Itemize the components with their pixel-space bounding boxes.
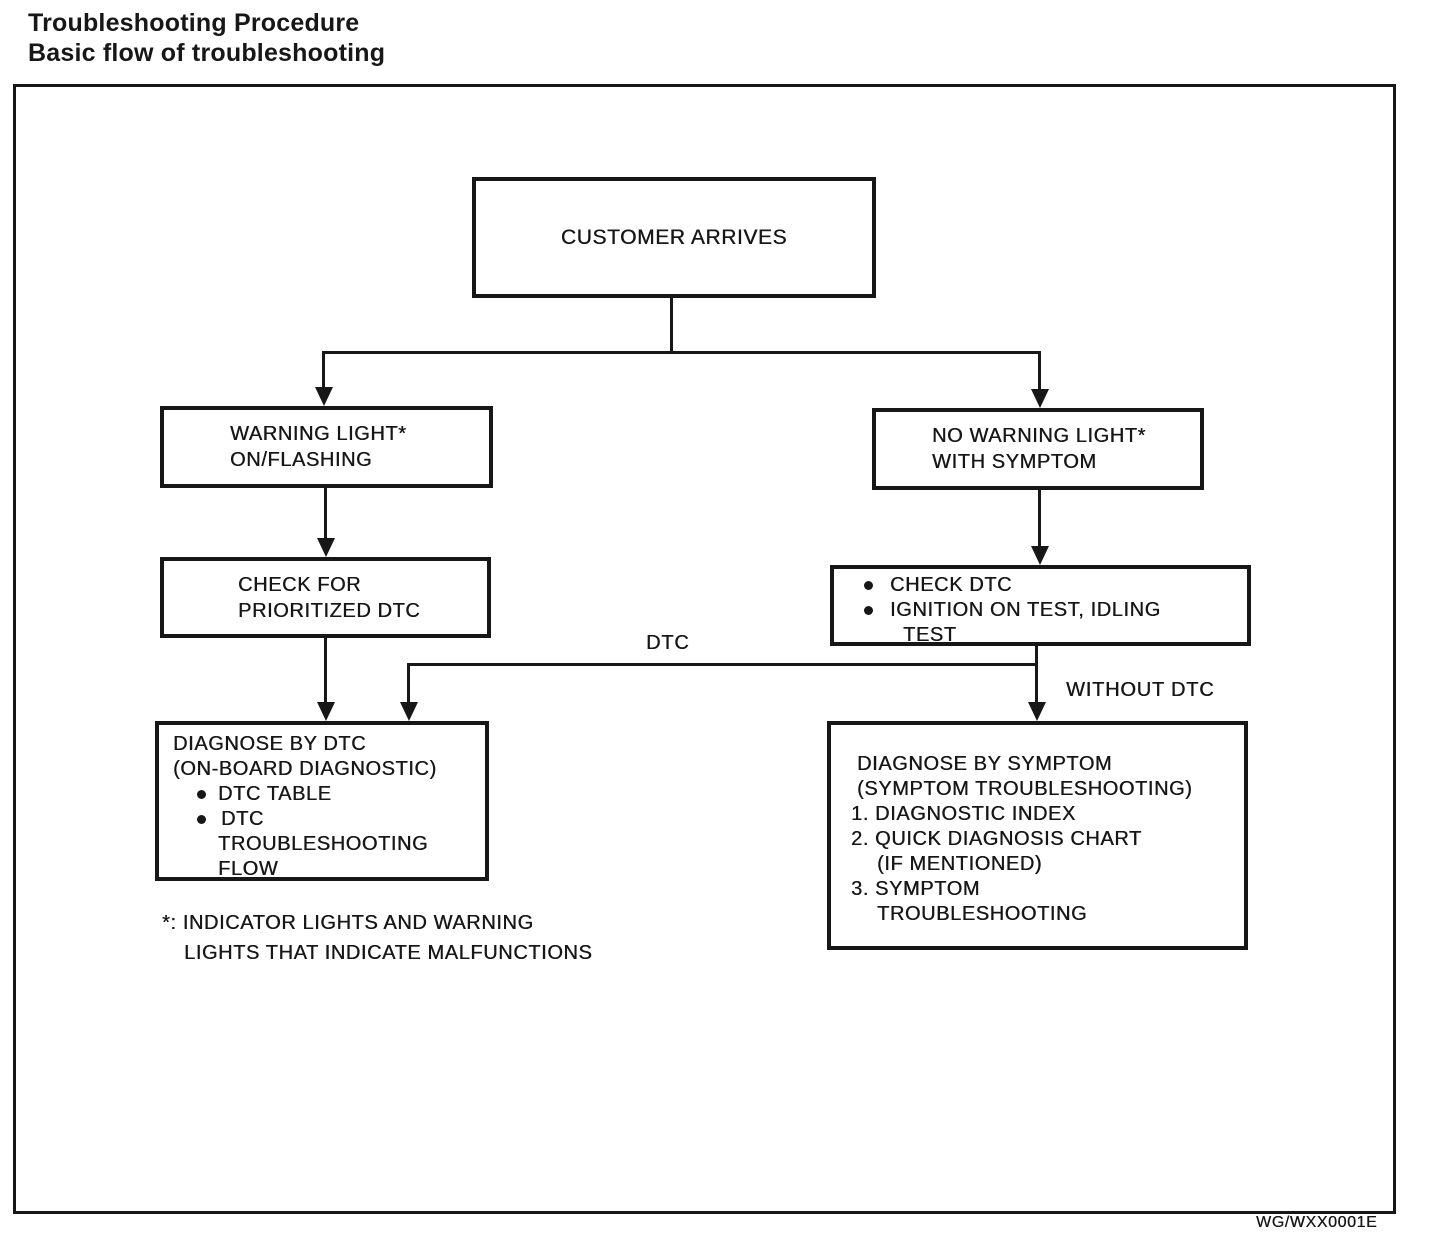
node-check-prioritized-line-1: CHECK FOR (238, 573, 362, 596)
node-no-warning-light-line-2: WITH SYMPTOM (932, 451, 1097, 473)
footnote-line-2: LIGHTS THAT INDICATE MALFUNCTIONS (184, 942, 593, 964)
node-diagnose-by-symptom: DIAGNOSE BY SYMPTOM (SYMPTOM TROUBLESHOO… (827, 721, 1248, 950)
page-title-line-1: Troubleshooting Procedure (28, 9, 360, 37)
arrow-down-icon (400, 702, 418, 721)
arrow-down-icon (317, 538, 335, 557)
diagram-frame (13, 84, 1396, 1214)
connector-split-horizontal (322, 351, 1041, 354)
diagnose-dtc-item-2-line-2: TROUBLESHOOTING (218, 833, 429, 855)
arrow-down-icon (315, 387, 333, 406)
connector-check-to-diagnosedtc (324, 638, 327, 704)
connector-warning-to-check (324, 488, 327, 540)
footnote-line-1: *: INDICATOR LIGHTS AND WARNING (162, 912, 534, 934)
node-warning-light-line-1: WARNING LIGHT* (230, 423, 407, 445)
node-no-warning-light-line-1: NO WARNING LIGHT* (932, 425, 1146, 447)
connector-nowarning-to-checkdtc (1038, 490, 1041, 548)
connector-dtc-branch-horizontal (407, 663, 1038, 666)
arrow-down-icon (1031, 389, 1049, 408)
branch-label-dtc: DTC (646, 632, 690, 654)
connector-dtc-branch-down (407, 663, 410, 704)
connector-right-branch-down (1038, 351, 1041, 391)
node-diagnose-by-dtc: DIAGNOSE BY DTC (ON-BOARD DIAGNOSTIC) DT… (155, 721, 489, 881)
diagnose-symptom-heading-2: (SYMPTOM TROUBLESHOOTING) (857, 778, 1193, 800)
page-title: Troubleshooting Procedure Basic flow of … (28, 8, 385, 68)
diagnose-dtc-item-1: DTC TABLE (218, 783, 332, 805)
bullet-icon (197, 815, 206, 824)
bullet-icon (197, 790, 206, 799)
connector-checkdtc-down (1035, 646, 1038, 704)
footnote: *: INDICATOR LIGHTS AND WARNING LIGHTS T… (162, 908, 592, 968)
diagnose-dtc-item-2-line-3: FLOW (218, 858, 279, 880)
diagnose-symptom-item-2-line-1: 2. QUICK DIAGNOSIS CHART (851, 828, 1142, 850)
diagnose-dtc-heading-1: DIAGNOSE BY DTC (173, 733, 367, 755)
page-title-line-2: Basic flow of troubleshooting (28, 39, 386, 67)
arrow-down-icon (1031, 546, 1049, 565)
node-check-prioritized-dtc: CHECK FOR PRIORITIZED DTC (160, 557, 491, 638)
connector-customer-down (670, 297, 673, 352)
node-check-prioritized-line-2: PRIORITIZED DTC (238, 599, 421, 622)
node-check-dtc-tests: CHECK DTC IGNITION ON TEST, IDLING TEST (830, 565, 1251, 646)
node-customer-arrives: CUSTOMER ARRIVES (472, 177, 876, 298)
diagnose-dtc-item-2-line-1: DTC (221, 808, 264, 830)
figure-code: WG/WXX0001E (1256, 1214, 1378, 1231)
arrow-down-icon (1028, 702, 1046, 721)
bullet-icon (864, 606, 873, 615)
diagnose-dtc-heading-2: (ON-BOARD DIAGNOSTIC) (173, 758, 437, 780)
node-customer-arrives-label: CUSTOMER ARRIVES (560, 225, 788, 249)
arrow-down-icon (317, 702, 335, 721)
diagnose-symptom-item-2-line-2: (IF MENTIONED) (877, 853, 1043, 875)
branch-label-without-dtc: WITHOUT DTC (1066, 679, 1215, 701)
bullet-icon (864, 581, 873, 590)
node-warning-light-line-2: ON/FLASHING (230, 449, 373, 471)
diagnose-symptom-item-3-line-1: 3. SYMPTOM (851, 878, 980, 900)
check-dtc-item-2-line-2: TEST (903, 624, 957, 646)
node-warning-light: WARNING LIGHT* ON/FLASHING (160, 406, 493, 488)
check-dtc-item-1: CHECK DTC (890, 574, 1013, 596)
check-dtc-item-2-line-1: IGNITION ON TEST, IDLING (890, 599, 1161, 621)
diagnose-symptom-item-1: 1. DIAGNOSTIC INDEX (851, 803, 1076, 825)
connector-left-branch-down (322, 351, 325, 389)
diagnose-symptom-heading-1: DIAGNOSE BY SYMPTOM (857, 753, 1113, 775)
diagnose-symptom-item-3-line-2: TROUBLESHOOTING (877, 903, 1088, 925)
node-no-warning-light: NO WARNING LIGHT* WITH SYMPTOM (872, 408, 1204, 490)
